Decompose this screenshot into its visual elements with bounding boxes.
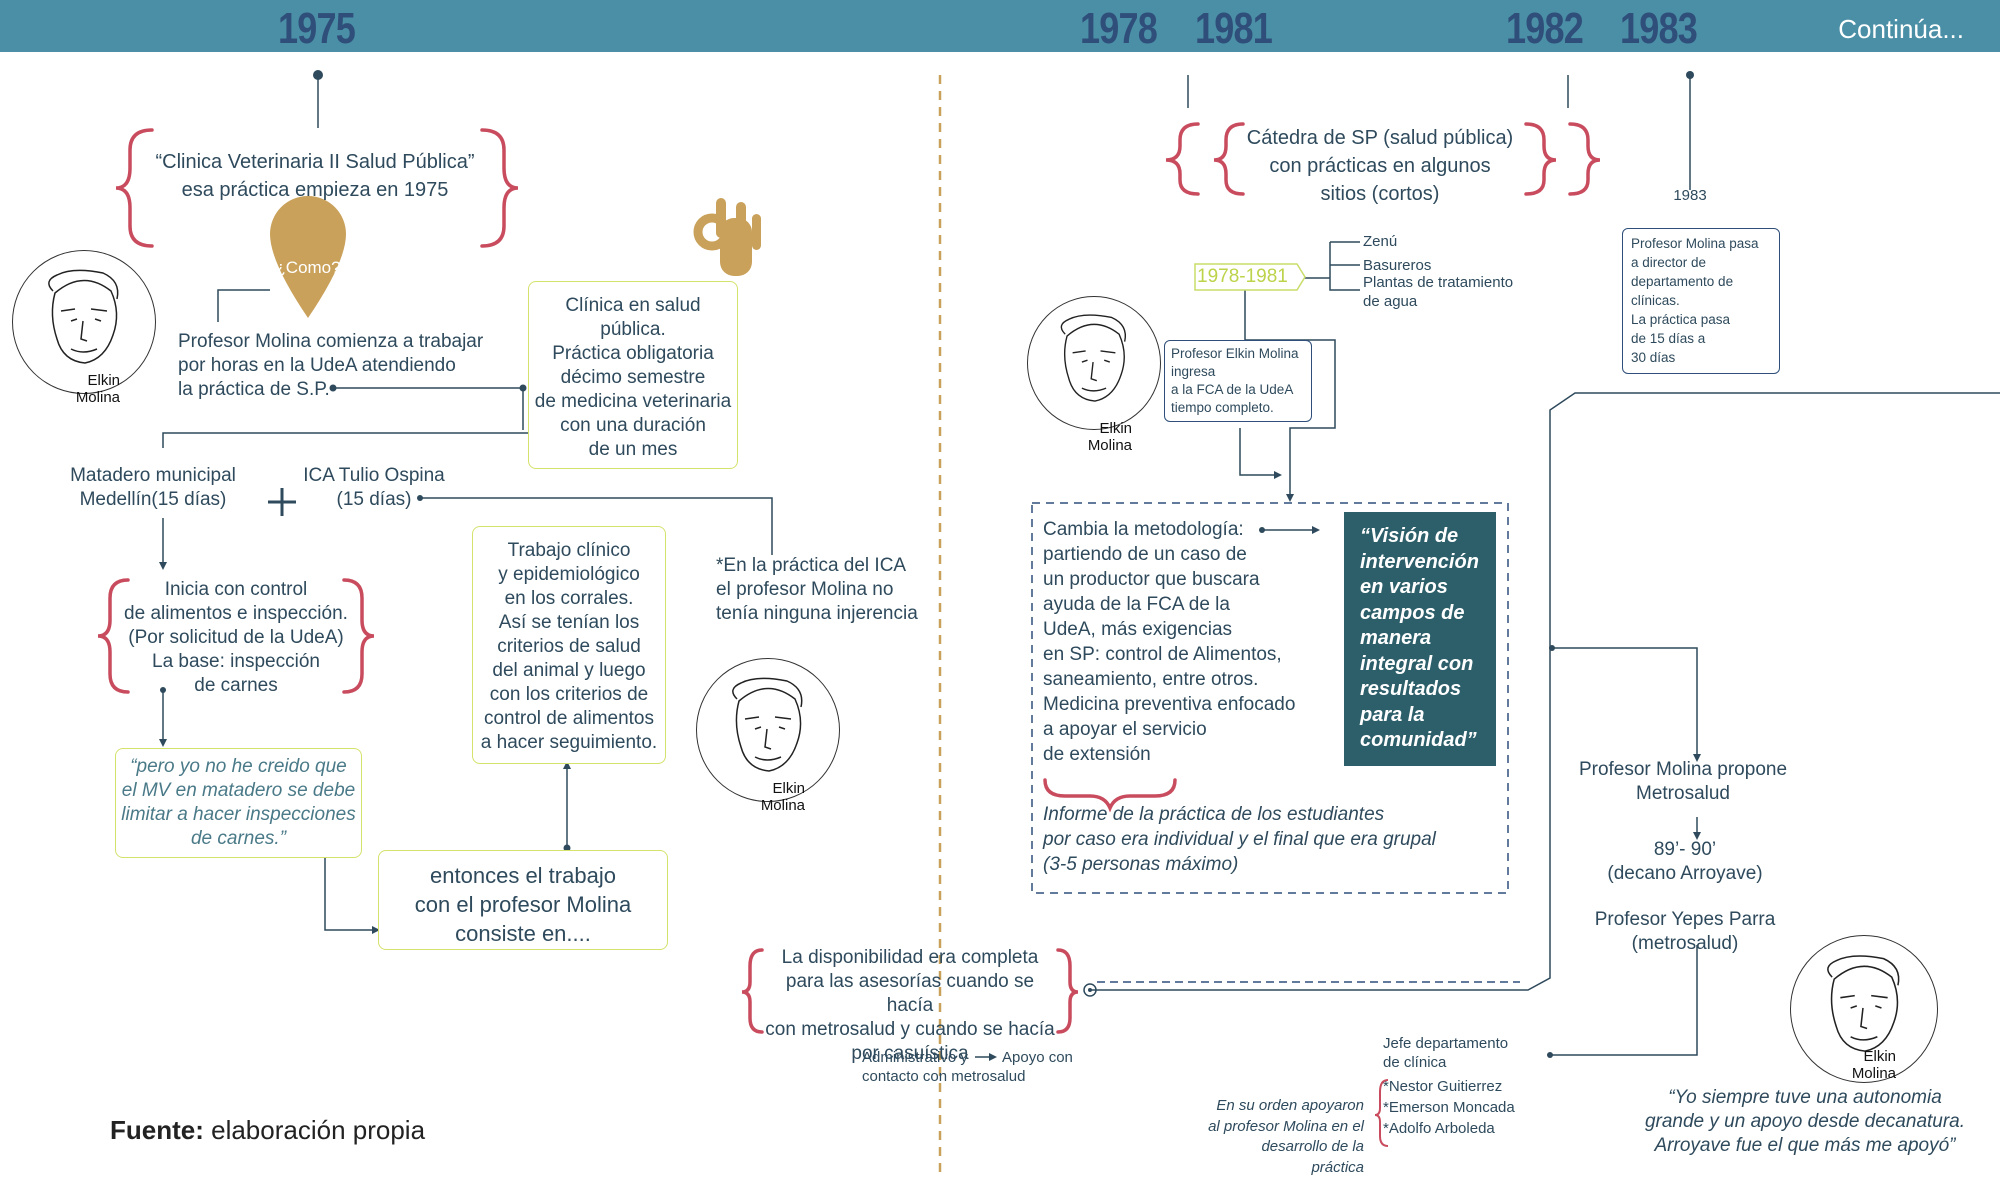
entonces-text: entonces el trabajo con el profesor Moli… (414, 863, 632, 946)
elkin-molina-portrait-2 (696, 658, 840, 802)
year-1982: 1982 (1506, 4, 1584, 53)
inicia-text: Inicia con control de alimentos e inspec… (124, 579, 348, 696)
face-sketch-icon (732, 677, 803, 772)
entonces-box: entonces el trabajo con el profesor Moli… (378, 850, 668, 950)
basureros-text: Basureros (1363, 257, 1432, 274)
trabajo-clinico-text: Trabajo clínico y epidemiológico en los … (480, 540, 658, 753)
autonomia-quote: “Yo siempre tuve una autonomia grande y … (1644, 1087, 1966, 1156)
elkin-molina-portrait-1 (12, 250, 156, 394)
director-text: Profesor Molina pasa a director de depar… (1631, 236, 1759, 365)
year-1975: 1975 (278, 4, 356, 53)
director-box: Profesor Molina pasa a director de depar… (1622, 228, 1780, 374)
fuente-caption: Fuente: elaboración propia (110, 1115, 425, 1146)
molina-trabaja-text: Profesor Molina comienza a trabajar por … (178, 331, 484, 400)
metodologia-text: Cambia la metodología: partiendo de un c… (1043, 519, 1296, 765)
ica-note-text: *En la práctica del ICA el profesor Moli… (716, 555, 918, 624)
quote-matadero-text: “pero yo no he creido que el MV en matad… (121, 756, 356, 849)
face-sketch-icon (48, 269, 119, 364)
continua-label: Continúa... (1838, 14, 1964, 44)
propone-text: Profesor Molina propone Metrosalud (1578, 759, 1788, 804)
como-label: ¿Como? (275, 258, 341, 277)
ingresa-text: Profesor Elkin Molina ingresa a la FCA d… (1171, 346, 1299, 415)
face-name-3: Elkin Molina (1087, 420, 1132, 454)
year-1983: 1983 (1620, 4, 1698, 53)
face-name-4: Elkin Molina (1851, 1048, 1896, 1082)
face-sketch-icon (1827, 955, 1900, 1052)
disponibilidad-text: La disponibilidad era completa para las … (765, 947, 1055, 1064)
yepes-text: Profesor Yepes Parra (metrosalud) (1594, 909, 1776, 954)
face-name-1: Elkin Molina (75, 372, 120, 406)
clinica-practica-box: Clínica en salud pública. Práctica oblig… (528, 281, 738, 469)
informe-text: Informe de la práctica de los estudiante… (1043, 804, 1436, 875)
year-1978: 1978 (1080, 4, 1158, 53)
label-1983: 1983 (1673, 187, 1707, 204)
apoyo-text: Apoyo con contacto con metrosalud (862, 1049, 1073, 1085)
ingresa-box: Profesor Elkin Molina ingresa a la FCA d… (1164, 340, 1312, 422)
quote-matadero-box: “pero yo no he creido que el MV en matad… (115, 748, 362, 858)
matadero-text: Matadero municipal Medellín(15 días) (70, 465, 236, 510)
fuente-value: elaboración propia (203, 1115, 426, 1145)
jefe-text: Jefe departamento de clínica (1383, 1035, 1509, 1071)
ok-hand-icon (693, 198, 761, 276)
decano-text: 89’- 90’ (decano Arroyave) (1607, 839, 1763, 884)
zenu-text: Zenú (1363, 233, 1398, 250)
ica-text: ICA Tulio Ospina (15 días) (303, 465, 445, 510)
tag-1978-1981: 1978-1981 (1197, 266, 1288, 287)
vision-box: “Visión de intervención en varios campos… (1344, 512, 1496, 766)
trabajo-clinico-box: Trabajo clínico y epidemiológico en los … (472, 526, 666, 764)
plantas-text: Plantas de tratamiento de agua (1363, 274, 1514, 310)
face-sketch-icon (1060, 314, 1126, 402)
apoyaron-text: En su orden apoyaron al profesor Molina … (1208, 1097, 1364, 1176)
administrativo-text: Administrativo y (862, 1049, 968, 1066)
clinica-practica-text: Clínica en salud pública. Práctica oblig… (534, 295, 732, 460)
year-1981: 1981 (1195, 4, 1273, 53)
elkin-molina-portrait-4 (1790, 935, 1938, 1083)
timeline-header-bar (0, 0, 2000, 52)
face-name-2: Elkin Molina (760, 780, 805, 814)
elkin-molina-portrait-3 (1027, 296, 1161, 430)
catedra-text: Cátedra de SP (salud pública) con prácti… (1246, 127, 1514, 205)
clinica-title-text: “Clinica Veterinaria II Salud Pública” e… (155, 151, 475, 201)
jefe-names-text: *Nestor Guitierrez *Emerson Moncada *Ado… (1383, 1078, 1515, 1137)
fuente-label: Fuente: (110, 1115, 204, 1145)
